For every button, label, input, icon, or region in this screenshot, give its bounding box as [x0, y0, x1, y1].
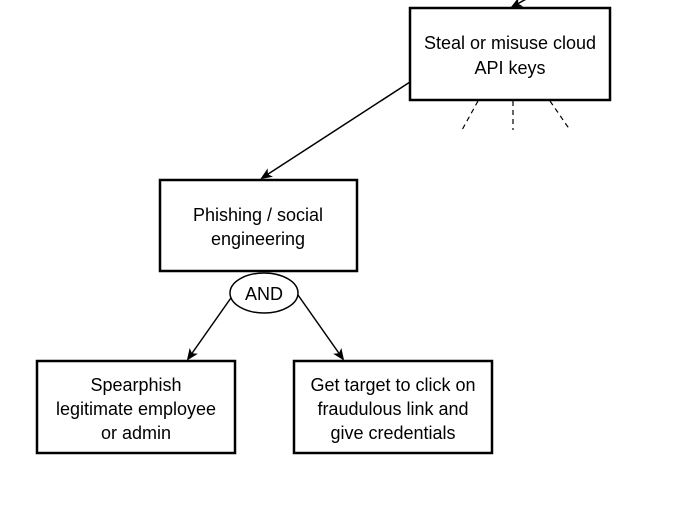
node-steal-api-keys-line2: API keys [474, 58, 545, 78]
node-click-link[interactable]: Get target to click on fraudulous link a… [292, 359, 494, 455]
and-gate-label: AND [245, 284, 283, 304]
node-click-link-line2: fraudulous link and [317, 399, 468, 419]
node-click-link-line1: Get target to click on [310, 375, 475, 395]
edge-steal-keys-to-phishing [260, 81, 411, 180]
node-phishing-line2: engineering [211, 229, 305, 249]
node-spearphish-line1: Spearphish [90, 375, 181, 395]
node-spearphish[interactable]: Spearphish legitimate employee or admin [35, 359, 237, 455]
node-spearphish-line2: legitimate employee [56, 399, 216, 419]
node-phishing-line1: Phishing / social [193, 205, 323, 225]
node-click-link-line3: give credentials [330, 423, 455, 443]
edge-parent-to-steal-keys [510, 0, 526, 8]
node-spearphish-line3: or admin [101, 423, 171, 443]
node-steal-api-keys[interactable]: Steal or misuse cloud API keys [408, 6, 612, 102]
node-steal-api-keys-line1: Steal or misuse cloud [424, 33, 596, 53]
edge-and-to-spearphish [186, 294, 234, 361]
and-gate[interactable]: AND [229, 272, 299, 314]
node-phishing[interactable]: Phishing / social engineering [158, 178, 359, 273]
elided-children-dashes [461, 100, 571, 131]
edge-and-to-click-link [297, 294, 345, 361]
